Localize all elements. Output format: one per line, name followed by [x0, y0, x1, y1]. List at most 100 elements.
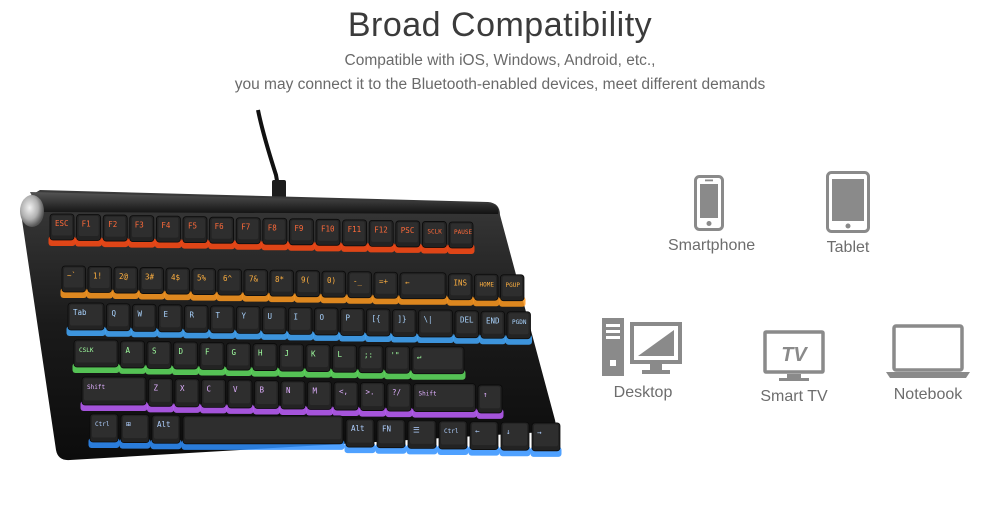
keyboard-key: W [131, 303, 158, 338]
keyboard-key: Q [105, 303, 132, 337]
keyboard-key-label: Q [112, 309, 117, 318]
keyboard-key: → [530, 422, 562, 457]
keyboard-key-label: >. [366, 388, 375, 397]
keyboard-key-label: PAUSE [454, 229, 472, 236]
keyboard-key-label: Z [154, 383, 159, 392]
device-label-smart-tv: Smart TV [760, 388, 828, 405]
keyboard-key-label: ← [405, 278, 410, 287]
keyboard-key-label: =+ [379, 277, 389, 286]
keyboard-key-label: [{ [372, 314, 381, 323]
keyboard-key-label: K [311, 350, 316, 359]
keyboard-key: Shift [412, 383, 477, 418]
keyboard-key-label: P [346, 313, 351, 322]
keyboard-cable [256, 109, 282, 199]
keyboard-key: F5 [181, 216, 209, 249]
keyboard-key: 1! [86, 266, 113, 299]
keyboard-key-label: W [138, 309, 143, 318]
keyboard-key-label: PGUP [506, 282, 521, 289]
keyboard-key: S [145, 341, 173, 375]
keyboard-key-label: F4 [161, 221, 171, 230]
keyboard-key-label: <, [339, 387, 348, 396]
keyboard-key: V [226, 379, 254, 414]
tv-icon-text: TV [781, 344, 808, 366]
keyboard-key-label: HOME [480, 281, 495, 288]
device-smartphone: Smartphone [668, 175, 755, 255]
keyboard-key-label: 6^ [223, 274, 233, 283]
keyboard-key: 8* [268, 269, 295, 303]
keyboard-key-label: ?/ [392, 388, 401, 397]
keyboard-key: F11 [341, 219, 369, 252]
keyboard-key: H [251, 343, 279, 377]
keyboard-key-label: M [313, 387, 318, 396]
keyboard-key-label: ~` [67, 271, 76, 280]
keyboard-key: F10 [314, 218, 342, 252]
keyboard-key-label: 9( [301, 276, 310, 285]
keyboard-key-label: INS [454, 279, 468, 288]
keyboard-key-label: Ctrl [444, 428, 459, 435]
keyboard-key-label: Alt [157, 420, 171, 429]
keyboard-key: -_ [346, 271, 373, 304]
device-label-notebook: Notebook [893, 386, 963, 403]
keyboard-key: ?/ [385, 382, 413, 418]
keyboard-key: M [306, 381, 333, 416]
keyboard-key-label: F7 [241, 223, 250, 232]
keyboard-key: PSC [394, 220, 422, 253]
device-smart-tv: TV Smart TV [754, 330, 834, 406]
keyboard-key: Alt [344, 418, 376, 454]
keyboard-key-label: F9 [294, 224, 303, 233]
keyboard-key-label: B [260, 385, 265, 394]
keyboard-key-label: F11 [348, 225, 362, 234]
keyboard-key: F4 [154, 215, 182, 249]
keyboard-key-label: T [216, 311, 221, 320]
keyboard-key-label: S [152, 346, 157, 355]
keyboard-key-label: ;: [364, 351, 373, 360]
keyboard-key: 0) [320, 270, 347, 304]
keyboard-key: ⊞ [119, 414, 151, 449]
keyboard-key: F7 [234, 217, 262, 250]
keyboard-key-label: D [179, 347, 184, 356]
tablet-icon [826, 171, 870, 233]
device-label-tablet: Tablet [826, 239, 870, 256]
keyboard-knob [20, 195, 44, 227]
keyboard-key: 5% [190, 268, 217, 301]
keyboard-key-label: END [486, 316, 500, 325]
keyboard-key: '" [384, 345, 411, 380]
keyboard-key-label: ↵ [417, 352, 422, 361]
keyboard-key-label: X [180, 384, 185, 393]
keyboard-key-label: Alt [351, 424, 365, 433]
device-tablet: Tablet [818, 171, 878, 257]
keyboard-key: =+ [372, 271, 399, 305]
keyboard-key: 9( [294, 270, 321, 303]
keyboard-key-label: 3# [145, 273, 155, 282]
keyboard-key: >. [359, 382, 386, 417]
keyboard-key: E [157, 304, 184, 338]
keyboard-key-label: Y [242, 311, 247, 320]
keyboard-key: 7& [242, 269, 269, 302]
keyboard-key-label: ESC [55, 219, 69, 228]
keyboard-key [181, 415, 345, 450]
keyboard-key-label: DEL [460, 316, 474, 325]
keyboard-key: [{ [365, 308, 392, 342]
keyboard-key-label: PGDN [512, 319, 527, 326]
keyboard-key-label: F3 [135, 221, 144, 230]
keyboard-key: PAUSE [447, 221, 475, 254]
keyboard-key-label: V [233, 385, 238, 394]
keyboard-key: F [198, 342, 226, 376]
keyboard-key-label: PSC [401, 226, 415, 235]
keyboard-key: Shift [80, 376, 148, 411]
keyboard-key: ~` [60, 265, 87, 298]
keyboard-top-bar [30, 192, 499, 214]
keyboard-key: F8 [261, 217, 289, 251]
keyboard-key-label: F2 [108, 220, 117, 229]
keyboard-key: DEL [453, 310, 480, 344]
subtitle-line-2: you may connect it to the Bluetooth-enab… [234, 76, 766, 93]
keyboard-key-label: G [232, 348, 237, 357]
desktop-icon [602, 318, 682, 376]
keyboard-key: 2@ [112, 266, 139, 300]
keyboard-key-label: O [320, 313, 325, 322]
keyboard-key: C [200, 378, 227, 414]
keyboard-key-label: A [126, 346, 131, 355]
keyboard-key-label: Ctrl [95, 421, 110, 428]
keyboard-key: \| [417, 309, 454, 344]
keyboard-key: F1 [75, 214, 103, 247]
